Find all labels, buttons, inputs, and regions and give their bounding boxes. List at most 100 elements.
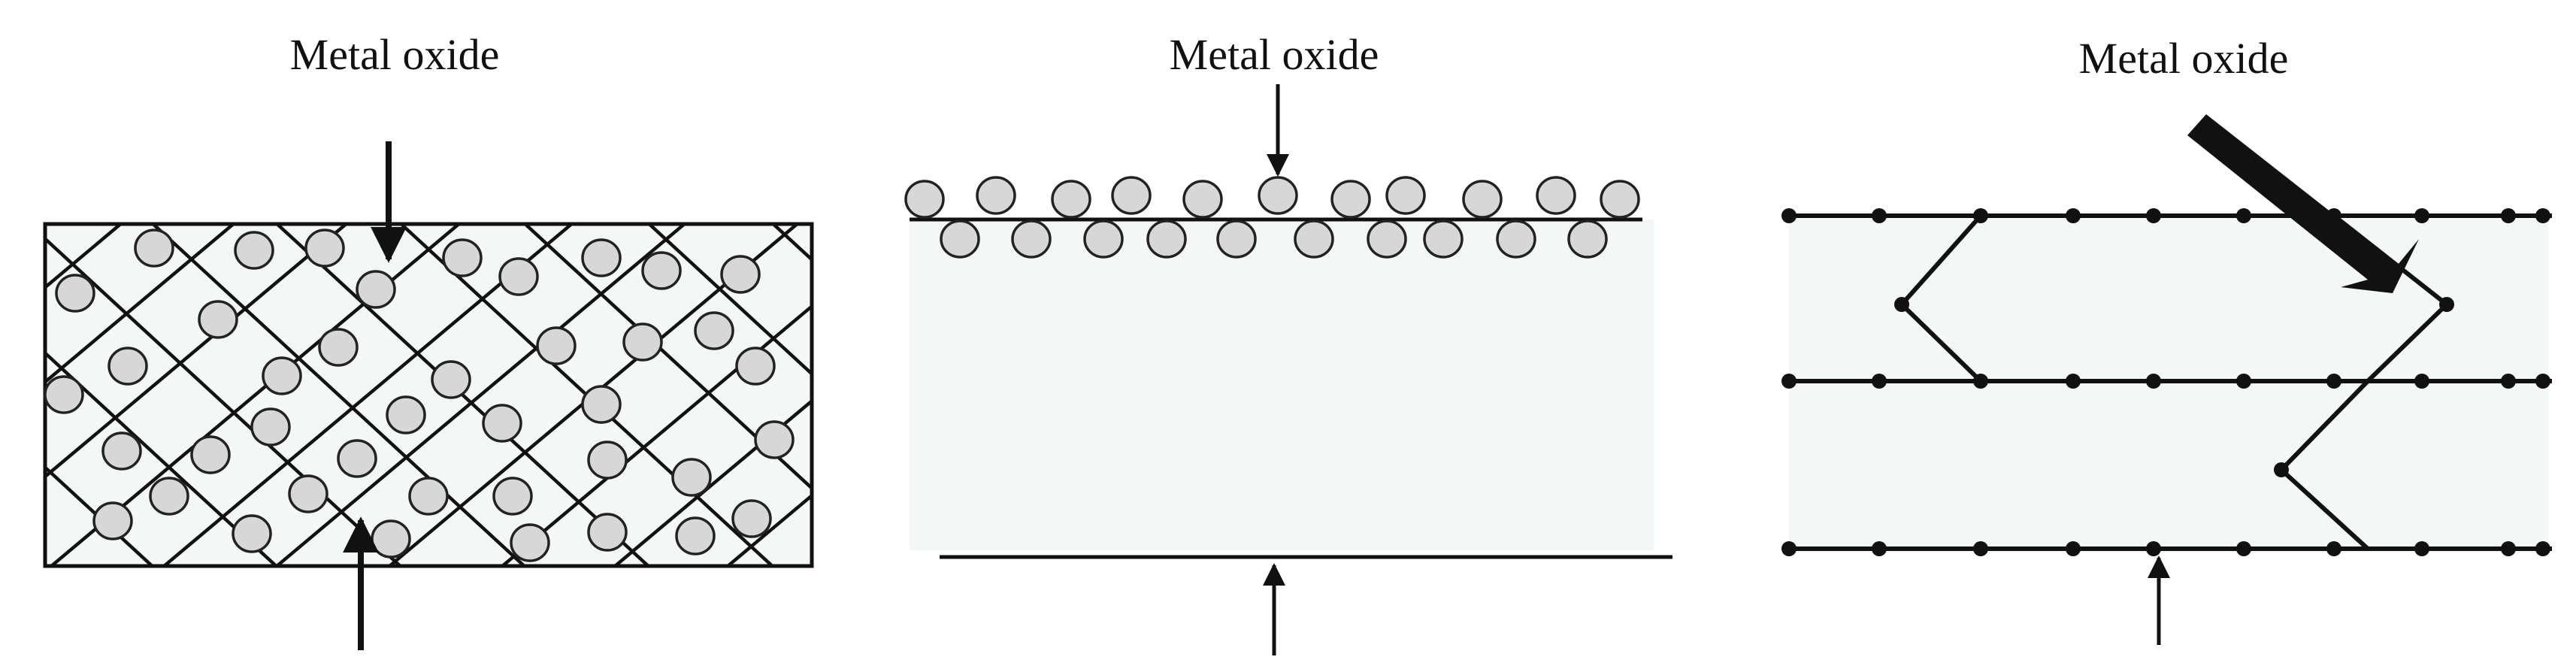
particle bbox=[1182, 180, 1223, 219]
particle bbox=[587, 513, 628, 552]
arrow-bold bbox=[2187, 114, 2419, 293]
node-dot bbox=[2066, 541, 2081, 556]
surface-particles bbox=[904, 176, 1640, 259]
particle bbox=[536, 326, 577, 365]
node-dot bbox=[1781, 541, 1797, 556]
node-dot bbox=[2326, 541, 2341, 556]
panel-surface: Metal oxide bbox=[904, 30, 1672, 655]
particle bbox=[408, 477, 449, 516]
particle bbox=[232, 514, 272, 553]
particle bbox=[1216, 219, 1257, 259]
fiber bbox=[612, 398, 812, 566]
node-dot bbox=[1973, 208, 1988, 223]
panel-embedded: Metal oxide bbox=[43, 30, 814, 650]
node-dot bbox=[2501, 374, 2516, 389]
node-dot bbox=[1894, 297, 1909, 312]
particle bbox=[92, 501, 133, 540]
fiber bbox=[45, 224, 123, 290]
node-dot bbox=[2236, 208, 2251, 223]
particle bbox=[318, 328, 359, 367]
node-dot bbox=[2274, 462, 2289, 477]
particle bbox=[1258, 176, 1298, 215]
particle bbox=[442, 238, 483, 277]
embedded-particles bbox=[44, 229, 795, 562]
particle bbox=[1385, 176, 1426, 215]
node-dot bbox=[2501, 208, 2516, 223]
particle bbox=[731, 499, 772, 538]
particle bbox=[1051, 180, 1091, 219]
node-dot bbox=[2414, 208, 2429, 223]
particle bbox=[735, 347, 776, 386]
node-dot bbox=[2439, 297, 2454, 312]
particle bbox=[904, 180, 945, 219]
node-dot bbox=[2326, 374, 2341, 389]
particle bbox=[107, 347, 148, 386]
node-dot bbox=[2066, 374, 2081, 389]
node-dot bbox=[2535, 374, 2550, 389]
fiber bbox=[150, 224, 527, 566]
node-dot bbox=[1872, 208, 1887, 223]
node-dot bbox=[2146, 541, 2161, 556]
particle bbox=[1600, 180, 1640, 219]
particle bbox=[510, 523, 550, 562]
node-dot bbox=[2236, 374, 2251, 389]
particle bbox=[976, 176, 1016, 215]
particle bbox=[675, 516, 716, 556]
particle bbox=[720, 255, 761, 294]
node-dot bbox=[2236, 541, 2251, 556]
particle bbox=[622, 322, 663, 362]
particle bbox=[581, 238, 622, 277]
node-dot bbox=[2501, 541, 2516, 556]
particle bbox=[482, 404, 522, 443]
node-dot bbox=[1973, 541, 1988, 556]
panel-layered: Metal oxide bbox=[1781, 34, 2552, 645]
particle bbox=[431, 360, 471, 399]
particle bbox=[1423, 219, 1464, 259]
fiber bbox=[522, 224, 812, 491]
particle bbox=[101, 431, 142, 471]
particle bbox=[55, 274, 95, 313]
node-dot bbox=[2414, 541, 2429, 556]
node-dot bbox=[1872, 541, 1887, 556]
fiber bbox=[45, 236, 403, 566]
node-dot bbox=[2146, 208, 2161, 223]
metal-oxide-label: Metal oxide bbox=[2079, 34, 2289, 83]
node-dot bbox=[1973, 374, 1988, 389]
fiber bbox=[45, 224, 236, 385]
particle bbox=[940, 219, 980, 259]
particle bbox=[149, 477, 189, 516]
particle bbox=[1330, 180, 1371, 219]
particle bbox=[1146, 219, 1187, 259]
node-dot bbox=[2066, 208, 2081, 223]
node-dot bbox=[1781, 208, 1797, 223]
particle bbox=[190, 435, 231, 474]
particle bbox=[1496, 219, 1536, 259]
node-dot bbox=[2414, 374, 2429, 389]
node-dot bbox=[1781, 374, 1797, 389]
particle bbox=[304, 229, 345, 268]
zigzag-link bbox=[2278, 213, 2450, 551]
particle bbox=[587, 440, 628, 480]
particle bbox=[234, 231, 274, 270]
node-dots bbox=[1781, 208, 2550, 556]
particle bbox=[1567, 219, 1608, 259]
metal-oxide-label: Metal oxide bbox=[290, 30, 500, 79]
particle bbox=[498, 257, 539, 296]
particle bbox=[1536, 176, 1576, 215]
fiber bbox=[499, 304, 812, 566]
particle bbox=[371, 519, 411, 559]
layer-band bbox=[1789, 218, 2548, 552]
fiber bbox=[646, 224, 812, 377]
particle bbox=[1367, 219, 1407, 259]
node-dot bbox=[2535, 208, 2550, 223]
particle bbox=[198, 300, 238, 339]
fiber bbox=[725, 493, 812, 566]
particle bbox=[44, 375, 84, 414]
particle bbox=[1111, 176, 1152, 215]
fiber bbox=[45, 465, 155, 566]
particle bbox=[641, 251, 682, 290]
fiber bbox=[45, 224, 349, 480]
metal-oxide-label: Metal oxide bbox=[1170, 30, 1379, 79]
particle bbox=[250, 407, 291, 447]
